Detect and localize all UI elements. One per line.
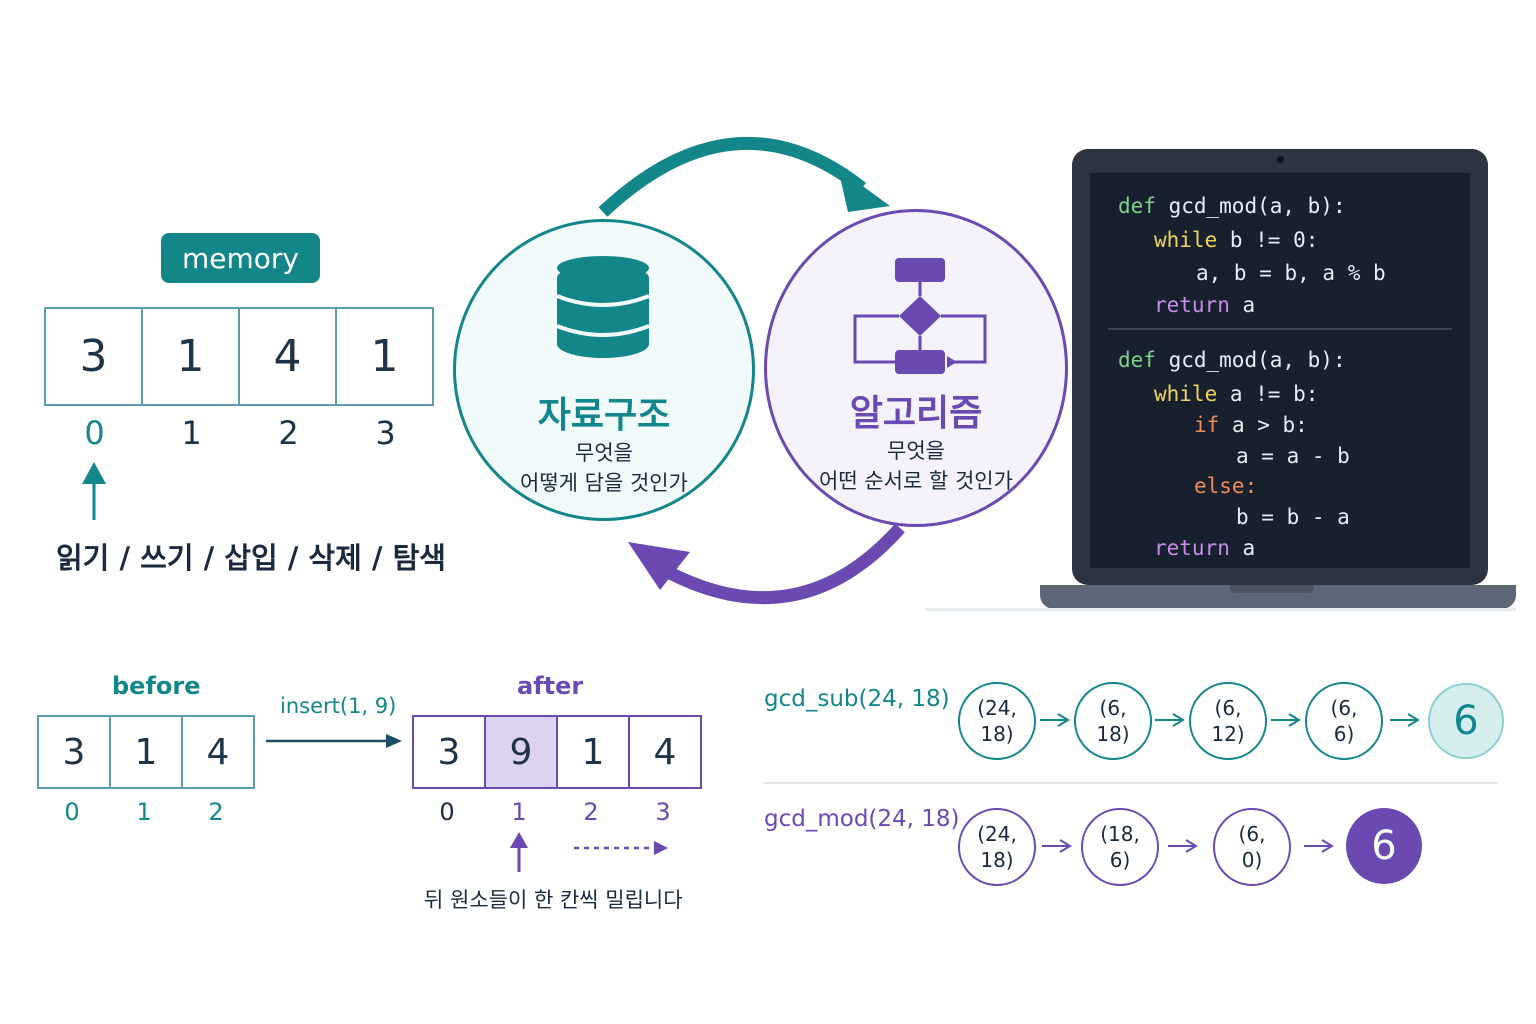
data-structure-line2: 어떻게 담을 것인가 [520,471,688,495]
code-screen [1090,173,1470,568]
right-arrow-icon [1040,713,1070,727]
memory-cell: 1 [141,309,238,404]
code-line: def gcd_mod(a, b): [1118,348,1346,372]
before-label: before [112,672,201,700]
memory-cell: 4 [238,309,335,404]
gcd-mod-label: gcd_mod(24, 18) [764,806,960,832]
algorithm-line2: 어떤 순서로 할 것인가 [819,469,1013,493]
after-indices: 0 1 2 3 [411,798,699,826]
code-line: b = b - a [1236,505,1350,529]
right-arrow-icon [1304,839,1334,853]
before-cell: 4 [181,717,253,787]
before-index: 2 [208,798,224,826]
gcd-sub-result: 6 [1428,683,1504,759]
before-index: 1 [136,798,152,826]
right-arrow-icon [266,734,402,748]
data-structure-line1: 무엇을 [575,441,633,465]
data-structure-title: 자료구조 [537,395,671,436]
memory-index: 1 [181,414,202,452]
memory-index: 2 [278,414,299,452]
code-line: return a [1154,293,1256,317]
bottom-arrow-icon [665,523,905,605]
right-arrow-icon [1271,713,1301,727]
dashed-arrow-icon [574,841,668,855]
gcd-mod-step: (18, 6) [1081,808,1159,886]
gcd-sub-label: gcd_sub(24, 18) [764,686,950,712]
code-line: return a [1154,536,1256,560]
right-arrow-icon [1042,839,1072,853]
after-cell: 3 [437,731,461,773]
code-line: else: [1194,474,1258,498]
memory-cell: 1 [335,309,432,404]
top-arrow-icon [598,136,867,217]
after-array: 3 9 1 4 [412,715,702,789]
algorithm-title: 알고리즘 [849,393,983,434]
code-line: a = a - b [1236,444,1350,468]
after-index: 0 [439,798,455,826]
after-index: 3 [655,798,671,826]
laptop-shadow [926,608,1516,611]
memory-index: 3 [375,414,396,452]
gcd-sub-step: (24, 18) [958,682,1036,760]
code-line: def gcd_mod(a, b): [1118,194,1346,218]
memory-operations: 읽기 / 쓰기 / 삽입 / 삭제 / 탐색 [56,541,446,575]
memory-indices: 0 1 2 3 [46,414,434,452]
top-arrowhead-icon [838,168,890,212]
after-index: 2 [583,798,599,826]
gcd-mod-step: (24, 18) [958,808,1036,886]
memory-array: 3 1 4 1 [44,307,434,406]
right-arrow-icon [1168,839,1198,853]
code-divider [1108,328,1452,330]
after-cell: 4 [628,717,700,787]
memory-cell: 3 [79,331,108,382]
memory-index: 0 [84,414,105,452]
before-indices: 0 1 2 [36,798,252,826]
bottom-arrowhead-icon [628,542,690,590]
up-arrow-icon [82,462,106,520]
gcd-sub-step: (6, 6) [1305,682,1383,760]
database-icon [556,256,650,358]
before-cell: 3 [62,731,86,773]
laptop-notch [1230,585,1314,593]
right-arrow-icon [1155,713,1185,727]
gcd-sub-step: (6, 18) [1074,682,1152,760]
after-index: 1 [511,798,527,826]
insert-operation: insert(1, 9) [280,694,397,718]
after-label: after [517,672,584,700]
inserted-cell: 9 [484,717,556,787]
data-structure-circle: 자료구조 무엇을 어떻게 담을 것인가 [453,219,755,521]
code-line: while b != 0: [1154,228,1319,252]
right-arrow-icon [1390,713,1420,727]
flowchart-icon [853,258,987,374]
memory-label: memory [161,233,320,283]
before-index: 0 [64,798,80,826]
before-array: 3 1 4 [37,715,255,789]
gcd-mod-result: 6 [1346,808,1422,884]
algorithm-circle: 알고리즘 무엇을 어떤 순서로 할 것인가 [764,209,1068,527]
before-cell: 1 [109,717,181,787]
shift-note: 뒤 원소들이 한 칸씩 밀립니다 [424,888,683,912]
code-line: if a > b: [1194,413,1308,437]
gcd-mod-step: (6, 0) [1213,808,1291,886]
gcd-sub-step: (6, 12) [1189,682,1267,760]
code-line: a, b = b, a % b [1196,261,1386,285]
camera-icon [1277,156,1284,163]
after-cell: 1 [556,717,628,787]
algorithm-line1: 무엇을 [887,439,945,463]
code-line: while a != b: [1154,382,1319,406]
gcd-divider [764,782,1498,784]
up-arrow-icon [510,832,528,872]
